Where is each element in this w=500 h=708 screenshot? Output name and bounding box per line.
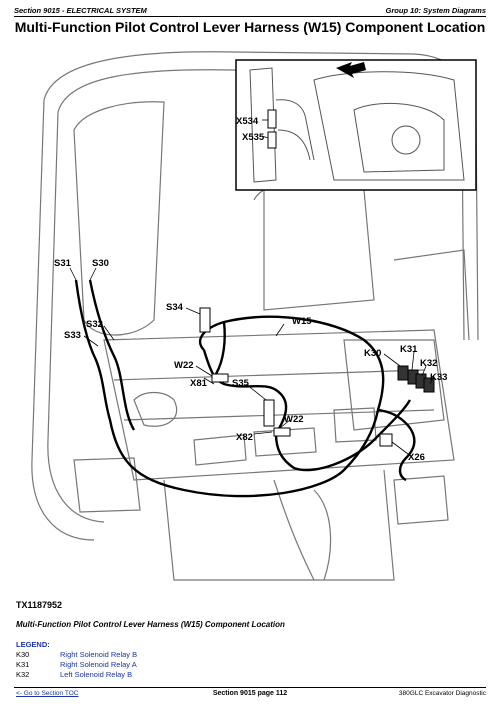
page-number: Section 9015 page 112 bbox=[212, 690, 288, 697]
legend-code: K32 bbox=[16, 670, 30, 679]
callout-w15: W15 bbox=[292, 316, 312, 327]
callout-x26: X26 bbox=[408, 452, 425, 463]
harness-location-diagram: S31 S30 S34 S32 S33 W15 W22 X81 S35 W22 … bbox=[14, 40, 486, 614]
legend-desc: Right Solenoid Relay B bbox=[60, 650, 138, 659]
section-toc-link[interactable]: <- Go to Section TOC bbox=[16, 690, 79, 697]
callout-s31: S31 bbox=[54, 258, 72, 269]
legend-desc: Right Solenoid Relay A bbox=[60, 660, 137, 669]
callout-k33: K33 bbox=[430, 372, 447, 383]
callout-s34: S34 bbox=[166, 302, 184, 313]
callout-x82: X82 bbox=[236, 432, 253, 443]
callout-s30: S30 bbox=[92, 258, 109, 269]
callout-leaders bbox=[69, 119, 435, 455]
section-header: Section 9015 - ELECTRICAL SYSTEM bbox=[14, 6, 147, 15]
harness-connectors bbox=[199, 307, 435, 447]
legend: LEGEND: K30 Right Solenoid Relay B K31 R… bbox=[16, 640, 137, 680]
figure-caption: Multi-Function Pilot Control Lever Harne… bbox=[16, 620, 285, 629]
page-title: Multi-Function Pilot Control Lever Harne… bbox=[14, 19, 486, 35]
callout-s35: S35 bbox=[232, 378, 250, 389]
header-divider bbox=[14, 16, 486, 17]
legend-item: K31 Right Solenoid Relay A bbox=[16, 660, 137, 670]
callout-x81: X81 bbox=[190, 378, 208, 389]
legend-code: K31 bbox=[16, 660, 30, 669]
callout-s33: S33 bbox=[64, 330, 81, 341]
connector-detail-inset bbox=[235, 59, 477, 191]
legend-desc: Left Solenoid Relay B bbox=[60, 670, 133, 679]
callout-x535: X535 bbox=[242, 132, 265, 143]
footer-divider bbox=[14, 687, 486, 688]
legend-item: K30 Right Solenoid Relay B bbox=[16, 650, 137, 660]
callout-k31: K31 bbox=[400, 344, 418, 355]
legend-item: K32 Left Solenoid Relay B bbox=[16, 670, 137, 680]
w15-harness bbox=[74, 279, 416, 498]
legend-code: K30 bbox=[16, 650, 30, 659]
callout-w22-upper: W22 bbox=[174, 360, 194, 371]
callout-s32: S32 bbox=[86, 319, 103, 330]
legend-title: LEGEND: bbox=[16, 640, 50, 649]
group-header: Group 10: System Diagrams bbox=[385, 6, 486, 15]
callout-w22-lower: W22 bbox=[284, 414, 304, 425]
callout-k30: K30 bbox=[364, 348, 381, 359]
callout-x534: X534 bbox=[236, 116, 259, 127]
figure-id: TX1187952 bbox=[16, 600, 62, 610]
model-name: 380GLC Excavator Diagnostic bbox=[398, 690, 486, 697]
callout-k32: K32 bbox=[420, 358, 437, 369]
